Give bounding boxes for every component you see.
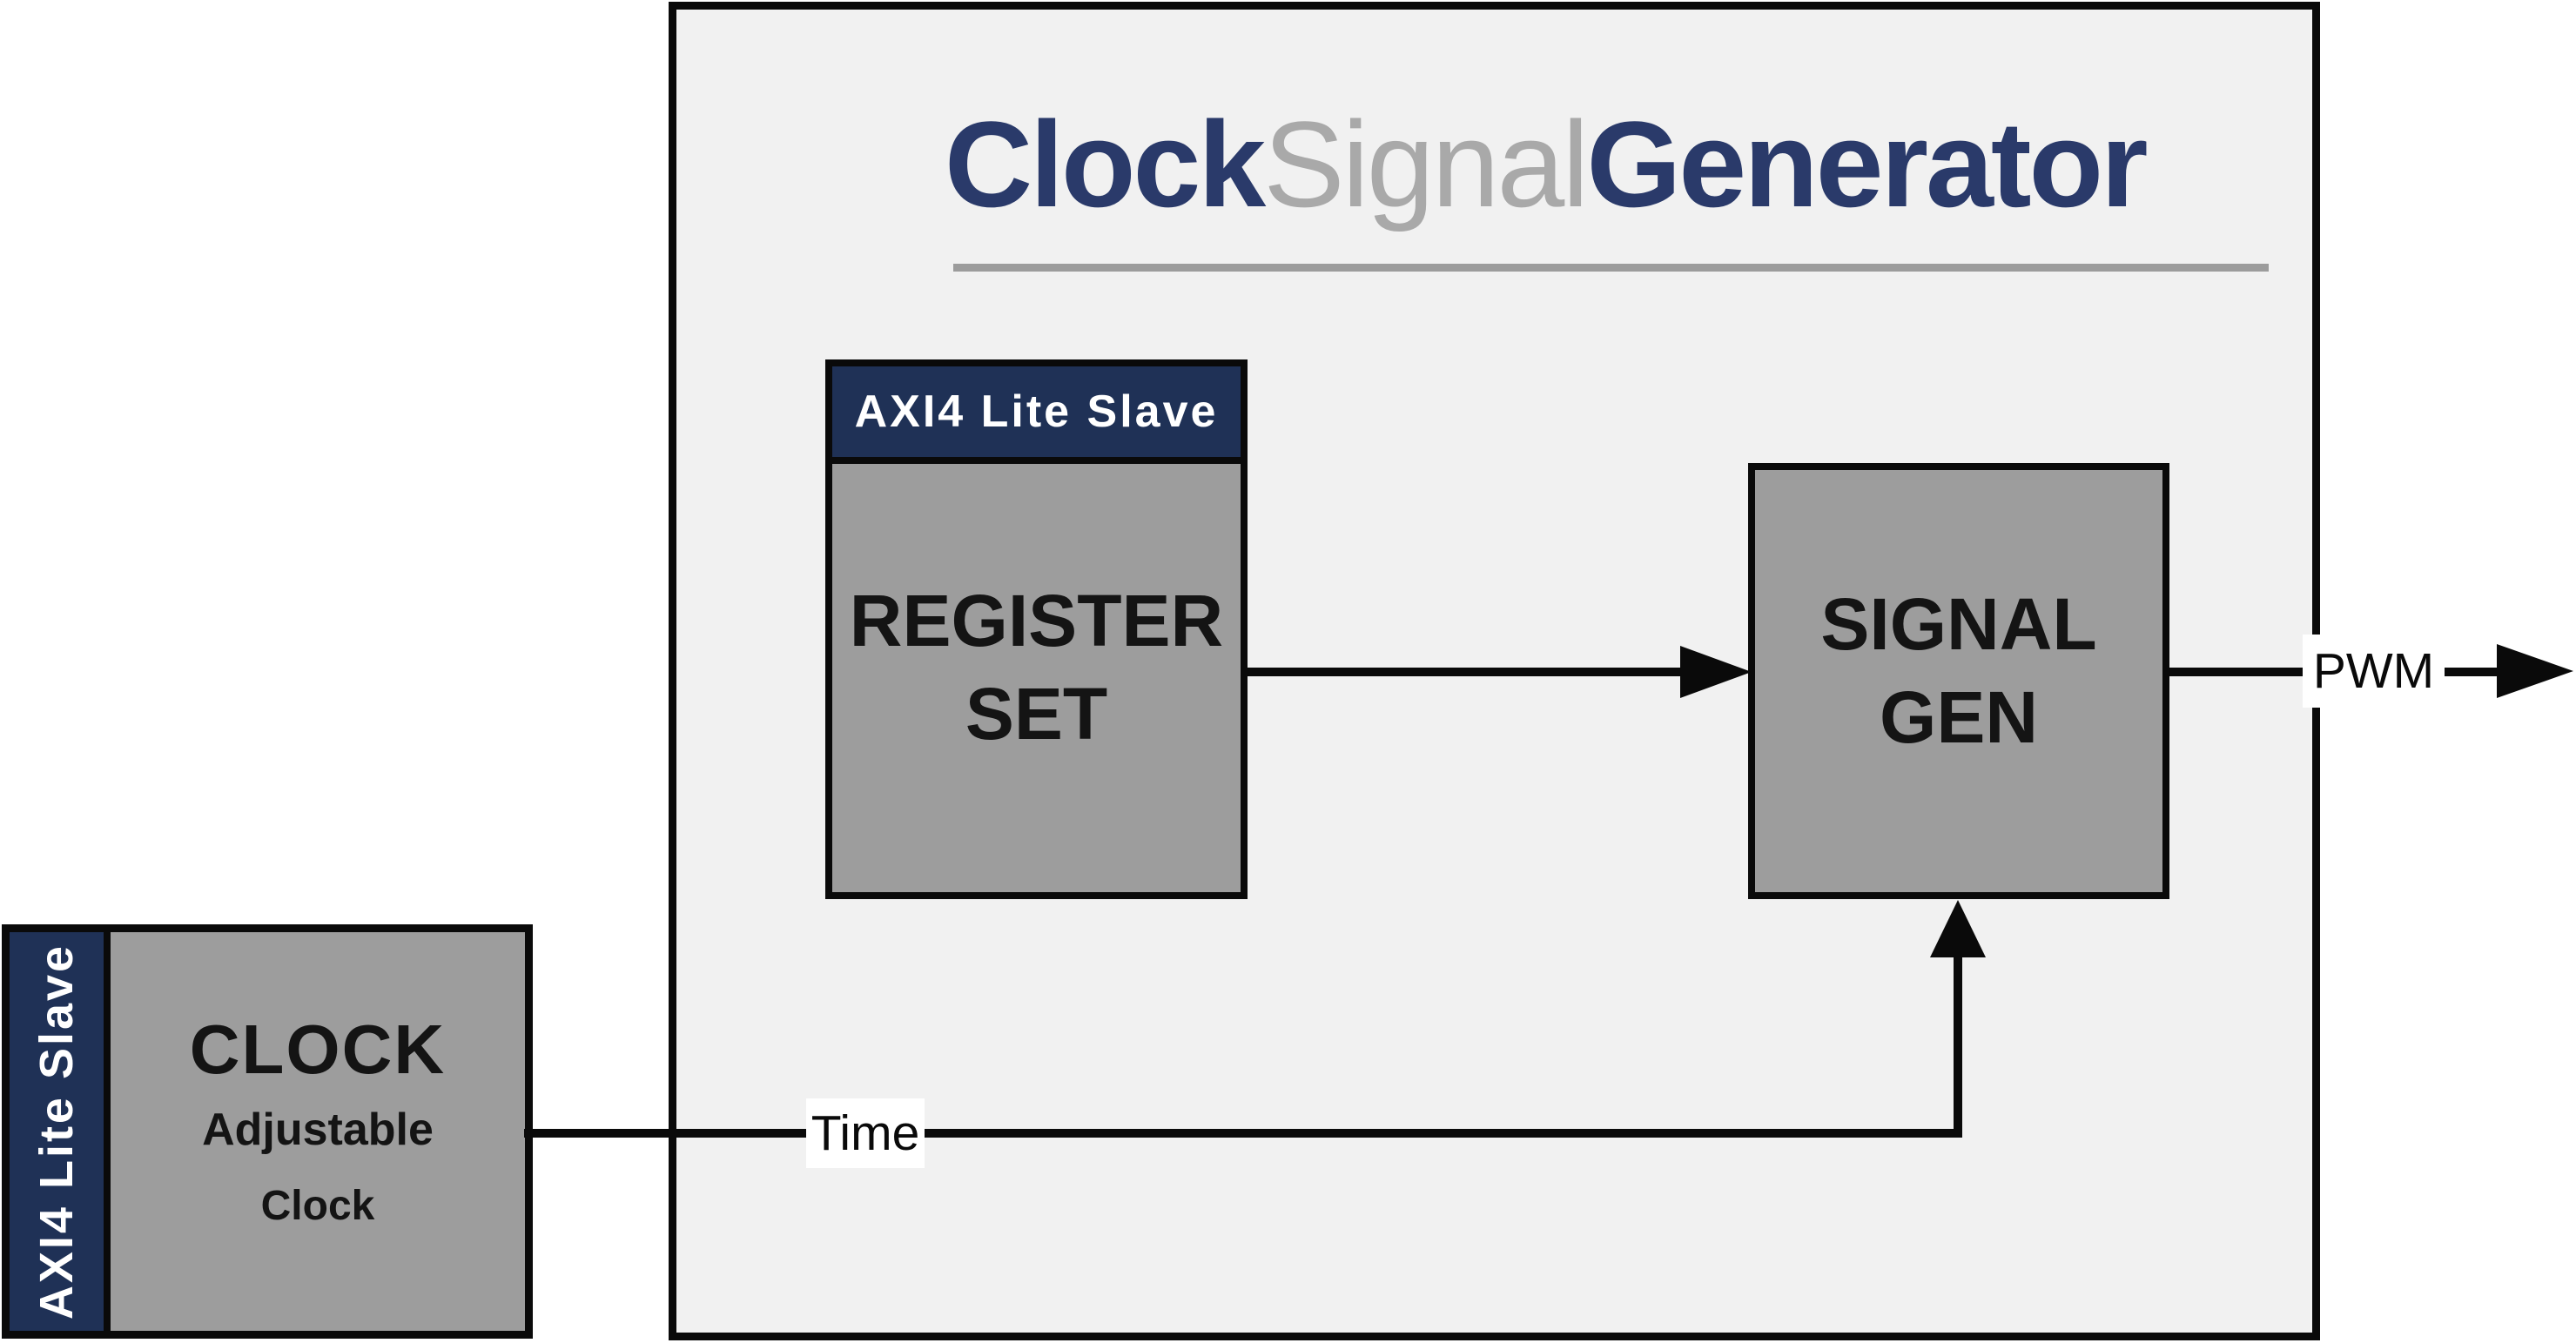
title-part-clock: Clock [945,96,1266,232]
register-set-body: REGISTER SET [832,464,1241,892]
clock-axi4-side-label: AXI4 Lite Slave [30,943,83,1320]
clock-block-desc2: Clock [260,1182,375,1229]
register-set-label-line2: SET [965,673,1108,755]
signal-gen-label-line1: SIGNAL [1820,582,2097,665]
title-part-generator: Generator [1586,96,2148,232]
arrowhead-pwm-output-icon [2497,644,2573,698]
clock-block-body: CLOCK Adjustable Clock [111,920,525,1319]
wire-time-horizontal [524,1129,1962,1138]
pwm-wire-label: PWM [2303,635,2445,708]
clock-block-name: CLOCK [189,1010,447,1088]
clock-axi4-side-header: AXI4 Lite Slave [10,932,111,1331]
wire-regset-to-siggen [1248,668,1687,676]
register-set-axi4-header: AXI4 Lite Slave [832,366,1241,464]
signal-gen-block: SIGNAL GEN [1748,463,2169,899]
register-set-label-line1: REGISTER [849,580,1224,662]
clock-block-desc1: Adjustable [202,1104,434,1155]
arrowhead-time-into-siggen-icon [1930,900,1986,957]
clock-block: AXI4 Lite Slave CLOCK Adjustable Clock [2,924,533,1339]
page-title: ClockSignalGenerator [945,104,2149,252]
time-wire-label: Time [806,1098,925,1168]
register-set-label: REGISTER SET [832,453,1241,882]
wire-time-vertical [1954,956,1962,1138]
register-set-block: AXI4 Lite Slave REGISTER SET [825,359,1248,899]
signal-gen-label: SIGNAL GEN [1755,460,2162,882]
arrowhead-into-siggen-icon [1680,646,1752,698]
title-part-signal: Signal [1263,96,1589,232]
title-underline [953,264,2269,272]
signal-gen-label-line2: GEN [1879,675,2039,758]
